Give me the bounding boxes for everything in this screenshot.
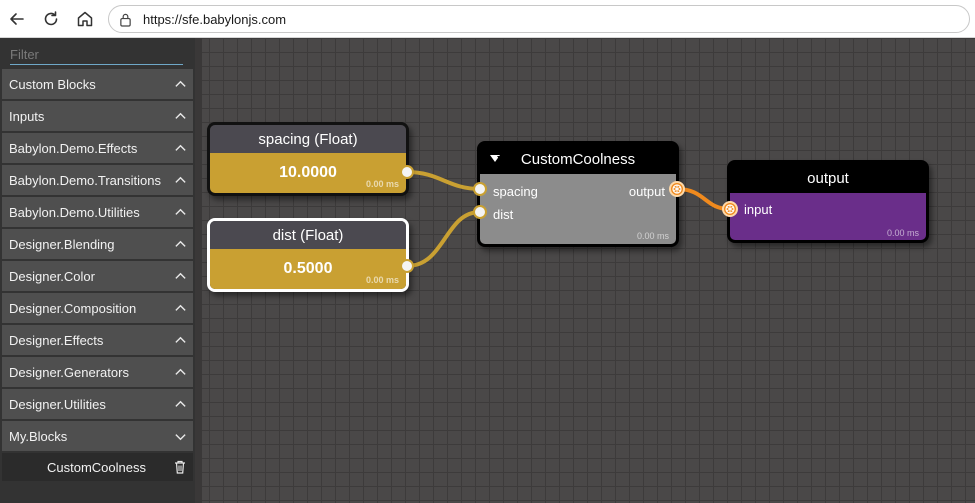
address-bar[interactable]: https://sfe.babylonjs.com [108, 5, 970, 33]
output-input-port[interactable] [722, 201, 738, 217]
category-header[interactable]: Inputs [2, 101, 193, 131]
category-label: Babylon.Demo.Utilities [9, 204, 140, 220]
category-header[interactable]: Babylon.Demo.Transitions [2, 165, 193, 195]
node-title: dist (Float) [272, 226, 344, 244]
input-label: input [744, 202, 773, 217]
input-label-spacing: spacing [493, 184, 538, 199]
chevron-up-icon[interactable] [173, 77, 187, 91]
chevron-down-icon[interactable] [173, 429, 187, 443]
category-header[interactable]: Designer.Effects [2, 325, 193, 355]
node-header[interactable]: CustomCoolness [480, 144, 676, 174]
chevron-up-icon[interactable] [173, 173, 187, 187]
node-header[interactable]: spacing (Float) [210, 125, 406, 153]
category-label: Custom Blocks [9, 76, 96, 92]
chevron-up-icon[interactable] [173, 109, 187, 123]
trash-icon[interactable] [173, 459, 187, 475]
node-timing: 0.00 ms [365, 275, 399, 285]
category-header[interactable]: Designer.Generators [2, 357, 193, 387]
collapse-triangle-icon[interactable] [490, 155, 503, 162]
node-timing: 0.00 ms [365, 179, 399, 189]
home-button[interactable] [73, 7, 97, 31]
spacing-input-port[interactable] [473, 182, 487, 196]
reload-button[interactable] [39, 7, 63, 31]
node-timing: 0.00 ms [886, 228, 919, 238]
canvas-divider[interactable] [195, 38, 202, 503]
url-text: https://sfe.babylonjs.com [143, 11, 287, 27]
reload-icon [44, 11, 58, 26]
home-icon [77, 11, 93, 27]
chevron-up-icon[interactable] [173, 141, 187, 155]
category-header[interactable]: My.Blocks [2, 421, 193, 451]
node-title: CustomCoolness [520, 150, 636, 168]
category-label: Babylon.Demo.Transitions [9, 172, 161, 188]
category-label: Designer.Composition [9, 300, 137, 316]
category-label: Inputs [9, 108, 45, 124]
dist-input-port[interactable] [473, 205, 487, 219]
category-header[interactable]: Babylon.Demo.Utilities [2, 197, 193, 227]
category-header[interactable]: Designer.Composition [2, 293, 193, 323]
chevron-up-icon[interactable] [173, 237, 187, 251]
back-button[interactable] [5, 7, 29, 31]
category-header[interactable]: Custom Blocks [2, 69, 193, 99]
node-value: 10.0000 [279, 164, 337, 181]
back-arrow-icon [10, 13, 24, 25]
spacing-output-port[interactable] [400, 165, 414, 179]
block-item-label: CustomCoolness [47, 459, 146, 475]
chevron-up-icon[interactable] [173, 365, 187, 379]
spacing-float-node[interactable]: spacing (Float) 10.0000 0.00 ms [207, 122, 409, 196]
node-timing: 0.00 ms [636, 231, 669, 241]
category-header[interactable]: Designer.Color [2, 261, 193, 291]
category-header[interactable]: Designer.Blending [2, 229, 193, 259]
node-value-area[interactable]: 10.0000 0.00 ms [210, 153, 406, 193]
output-label: output [628, 184, 665, 199]
vector-port-icon [725, 204, 735, 214]
chevron-up-icon[interactable] [173, 205, 187, 219]
category-label: Designer.Blending [9, 236, 115, 252]
chevron-up-icon[interactable] [173, 333, 187, 347]
category-label: My.Blocks [9, 428, 68, 444]
category-label: Designer.Effects [9, 332, 104, 348]
node-header[interactable]: output [730, 163, 926, 193]
node-header[interactable]: dist (Float) [210, 221, 406, 249]
category-label: Designer.Generators [9, 364, 129, 380]
dist-float-node[interactable]: dist (Float) 0.5000 0.00 ms [207, 218, 409, 292]
chevron-up-icon[interactable] [173, 301, 187, 315]
category-header[interactable]: Babylon.Demo.Effects [2, 133, 193, 163]
vector-port-icon [672, 184, 682, 194]
custom-coolness-node[interactable]: CustomCoolness spacing dist output 0.00 … [477, 141, 679, 247]
node-ports-area: spacing dist output 0.00 ms [480, 174, 676, 244]
chevron-up-icon[interactable] [173, 397, 187, 411]
node-title: spacing (Float) [258, 130, 358, 148]
graph-canvas[interactable] [195, 38, 975, 503]
node-value: 0.5000 [283, 260, 333, 277]
browser-toolbar: https://sfe.babylonjs.com [0, 0, 975, 38]
filter-input[interactable] [10, 45, 183, 65]
filter-container [0, 38, 195, 69]
input-label-dist: dist [493, 207, 514, 222]
dist-output-port[interactable] [400, 259, 414, 273]
category-header[interactable]: Designer.Utilities [2, 389, 193, 419]
block-list-item[interactable]: CustomCoolness [2, 453, 193, 481]
lock-icon [119, 11, 133, 27]
category-label: Designer.Color [9, 268, 95, 284]
category-label: Designer.Utilities [9, 396, 106, 412]
chevron-up-icon[interactable] [173, 269, 187, 283]
node-ports-area: input 0.00 ms [730, 193, 926, 240]
node-title: output [807, 169, 849, 187]
category-label: Babylon.Demo.Effects [9, 140, 138, 156]
node-value-area[interactable]: 0.5000 0.00 ms [210, 249, 406, 289]
my-blocks-items: CustomCoolness [0, 453, 195, 481]
custom-output-port[interactable] [669, 181, 685, 197]
output-node[interactable]: output input 0.00 ms [727, 160, 929, 243]
node-list-sidebar: Custom BlocksInputsBabylon.Demo.EffectsB… [0, 38, 195, 503]
